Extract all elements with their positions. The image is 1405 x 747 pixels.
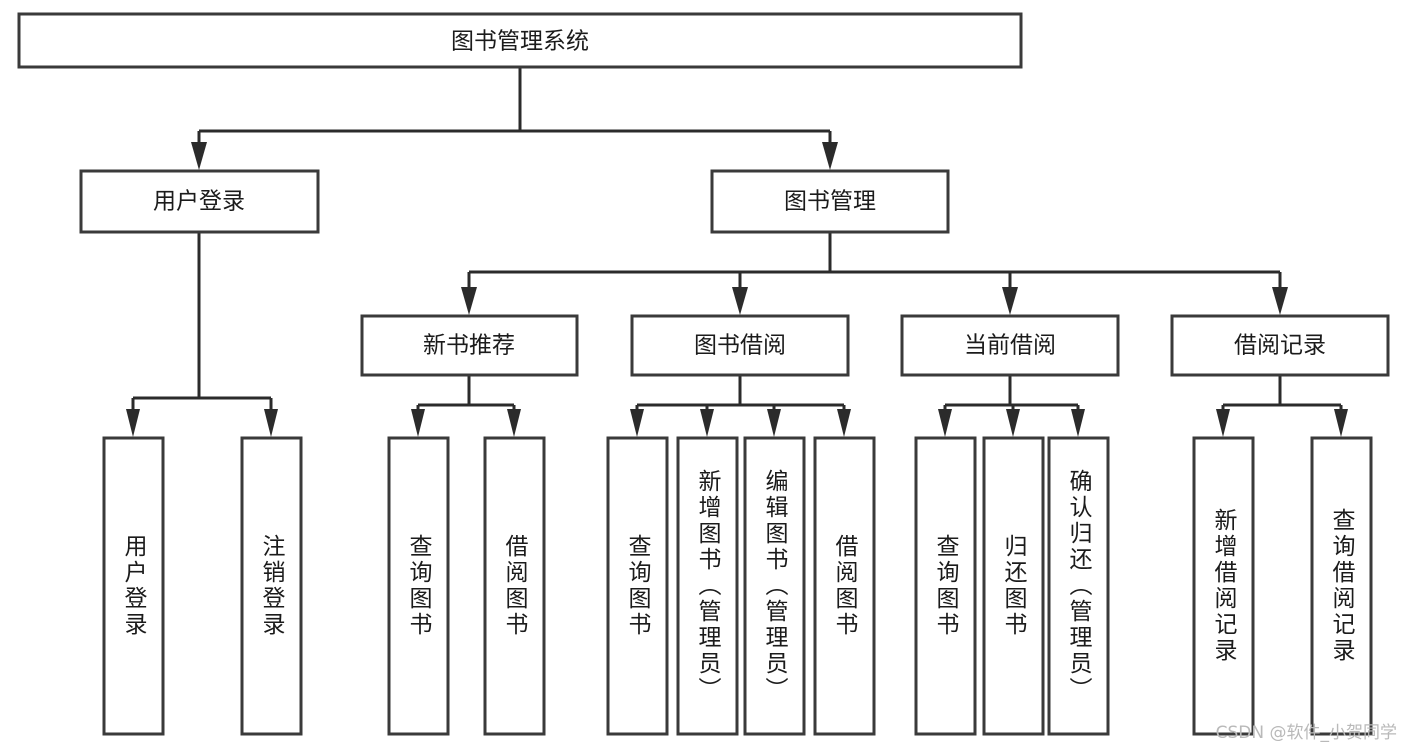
node-leaf-query-book-2[interactable]: 查询图书 (606, 436, 669, 736)
node-leaf-borrow-book-1-label: 借阅图书 (501, 534, 529, 638)
node-leaf-query-book-2-label: 查询图书 (624, 534, 652, 638)
node-leaf-borrow-book-2-label: 借阅图书 (831, 534, 859, 638)
arrowhead-current-borrow (1002, 287, 1018, 315)
node-leaf-query-book-3-label: 查询图书 (932, 534, 960, 638)
arrowhead-leaf-borrow-book-1 (507, 409, 521, 437)
node-leaf-query-book-1-label: 查询图书 (405, 534, 433, 638)
node-user-login-label: 用户登录 (153, 189, 245, 215)
node-root-label: 图书管理系统 (451, 29, 589, 55)
node-book-borrow-label: 图书借阅 (694, 333, 786, 359)
node-borrow-record[interactable]: 借阅记录 (1170, 314, 1390, 377)
node-leaf-query-book-3-box[interactable] (914, 436, 977, 736)
connector-group-user-login-to-leaves (126, 232, 278, 437)
node-book-manage[interactable]: 图书管理 (710, 169, 950, 234)
node-leaf-edit-book-label: 编辑图书（管理员） (761, 469, 789, 703)
node-leaf-return-book-box[interactable] (982, 436, 1045, 736)
node-leaf-query-book-1-box[interactable] (387, 436, 450, 736)
node-leaf-user-login-box[interactable] (102, 436, 165, 736)
node-current-borrow-label: 当前借阅 (964, 333, 1056, 359)
node-leaf-query-record[interactable]: 查询借阅记录 (1310, 436, 1373, 736)
arrowhead-leaf-logout-login (264, 409, 278, 437)
arrowhead-book-borrow (732, 287, 748, 315)
node-leaf-logout-login-box[interactable] (240, 436, 303, 736)
node-new-book-recommend-box[interactable] (360, 314, 579, 377)
arrowhead-leaf-query-book-1 (411, 409, 425, 437)
node-current-borrow[interactable]: 当前借阅 (900, 314, 1120, 377)
node-leaf-logout-login[interactable]: 注销登录 (240, 436, 303, 736)
node-leaf-add-record[interactable]: 新增借阅记录 (1192, 436, 1255, 736)
node-leaf-edit-book-box[interactable] (743, 436, 806, 736)
node-borrow-record-box[interactable] (1170, 314, 1390, 377)
node-leaf-query-book-3[interactable]: 查询图书 (914, 436, 977, 736)
arrowhead-user-login (191, 142, 207, 170)
arrowhead-leaf-add-book (700, 409, 714, 437)
node-leaf-add-record-label: 新增借阅记录 (1210, 508, 1238, 664)
arrowhead-leaf-edit-book (767, 409, 781, 437)
arrowhead-leaf-return-book (1006, 409, 1020, 437)
arrowhead-leaf-query-book-2 (630, 409, 644, 437)
connector-group-new-book-recommend-to-leaves (411, 375, 521, 437)
arrowhead-leaf-query-book-3 (938, 409, 952, 437)
node-leaf-add-book-label: 新增图书（管理员） (694, 469, 722, 703)
node-user-login[interactable]: 用户登录 (79, 169, 320, 234)
node-leaf-borrow-book-1-box[interactable] (483, 436, 546, 736)
connector-group-current-borrow-to-leaves (938, 375, 1085, 437)
node-leaf-query-book-1[interactable]: 查询图书 (387, 436, 450, 736)
node-borrow-record-label: 借阅记录 (1234, 333, 1326, 359)
node-leaf-query-record-label: 查询借阅记录 (1328, 508, 1356, 664)
node-new-book-recommend[interactable]: 新书推荐 (360, 314, 579, 377)
node-leaf-confirm-return[interactable]: 确认归还（管理员） (1047, 436, 1110, 736)
node-leaf-borrow-book-1[interactable]: 借阅图书 (483, 436, 546, 736)
node-book-manage-box[interactable] (710, 169, 950, 234)
node-root-box[interactable] (17, 12, 1023, 69)
node-leaf-return-book-label: 归还图书 (1000, 534, 1028, 638)
node-current-borrow-box[interactable] (900, 314, 1120, 377)
connector-group-book-manage-to-level3 (461, 232, 1288, 315)
node-book-borrow-box[interactable] (630, 314, 850, 377)
connector-group-root-to-level2 (191, 67, 838, 170)
node-leaf-user-login-label: 用户登录 (120, 534, 148, 638)
node-new-book-recommend-label: 新书推荐 (423, 333, 515, 359)
node-leaf-logout-login-label: 注销登录 (258, 534, 286, 638)
arrowhead-new-book-recommend (461, 287, 477, 315)
node-leaf-add-book-box[interactable] (676, 436, 739, 736)
arrowhead-leaf-query-record (1334, 409, 1348, 437)
node-leaf-borrow-book-2[interactable]: 借阅图书 (813, 436, 876, 736)
node-leaf-edit-book[interactable]: 编辑图书（管理员） (743, 436, 806, 736)
node-leaf-add-record-box[interactable] (1192, 436, 1255, 736)
node-leaf-confirm-return-box[interactable] (1047, 436, 1110, 736)
node-leaf-add-book[interactable]: 新增图书（管理员） (676, 436, 739, 736)
node-leaf-user-login[interactable]: 用户登录 (102, 436, 165, 736)
node-leaf-query-book-2-box[interactable] (606, 436, 669, 736)
arrowhead-borrow-record (1272, 287, 1288, 315)
node-user-login-box[interactable] (79, 169, 320, 234)
node-leaf-borrow-book-2-box[interactable] (813, 436, 876, 736)
node-root[interactable]: 图书管理系统 (17, 12, 1023, 69)
connector-group-borrow-record-to-leaves (1216, 375, 1348, 437)
node-leaf-confirm-return-label: 确认归还（管理员） (1065, 469, 1093, 703)
arrowhead-leaf-user-login (126, 409, 140, 437)
arrowhead-leaf-confirm-return (1071, 409, 1085, 437)
node-book-manage-label: 图书管理 (784, 189, 876, 215)
node-leaf-query-record-box[interactable] (1310, 436, 1373, 736)
arrowhead-leaf-borrow-book-2 (837, 409, 851, 437)
node-leaf-return-book[interactable]: 归还图书 (982, 436, 1045, 736)
arrowhead-book-manage (822, 142, 838, 170)
arrowhead-leaf-add-record (1216, 409, 1230, 437)
connector-group-book-borrow-to-leaves (630, 375, 851, 437)
node-book-borrow[interactable]: 图书借阅 (630, 314, 850, 377)
